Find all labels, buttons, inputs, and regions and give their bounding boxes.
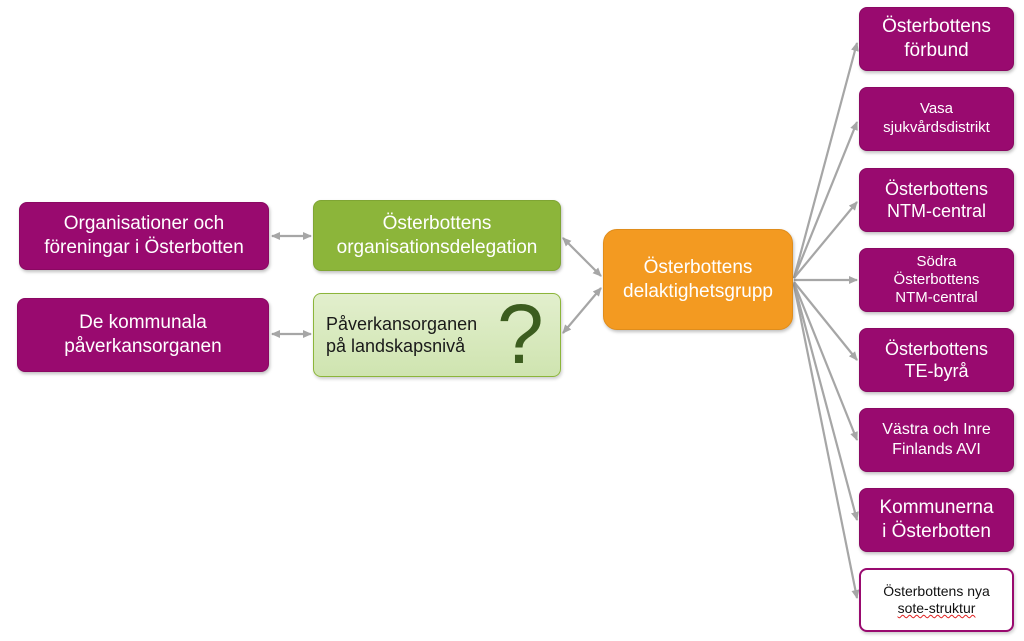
arrow-to-vasa — [792, 121, 859, 279]
question-mark: ? — [497, 287, 544, 381]
right-box-sote-line2: sote-struktur — [897, 600, 976, 616]
right-box-forbund: Österbottens förbund — [859, 7, 1014, 71]
right-box-ntm: Österbottens NTM-central — [859, 168, 1014, 232]
arrow-to-forbund — [792, 42, 859, 279]
regional-bodies-label: Påverkansorganen på landskapsnivå — [326, 313, 478, 357]
right-box-avi-label: Västra och Inre Finlands AVI — [882, 421, 991, 458]
arrow-delegation-group — [562, 237, 602, 277]
municipal-bodies-box: De kommunala påverkansorganen — [17, 298, 269, 372]
right-box-avi: Västra och Inre Finlands AVI — [859, 408, 1014, 472]
right-box-ntm-label: Österbottens NTM-central — [884, 178, 989, 222]
right-box-kommunerna-label: Kommunerna i Österbotten — [879, 497, 994, 542]
right-box-te: Österbottens TE-byrå — [859, 328, 1014, 392]
right-box-sodra-ntm: Södra Österbottens NTM-central — [859, 248, 1014, 312]
regional-bodies-box: Påverkansorganen på landskapsnivå — [313, 293, 561, 377]
participation-group-box: Österbottens delaktighetsgrupp — [603, 229, 793, 330]
municipal-bodies-label: De kommunala påverkansorganen — [64, 312, 222, 357]
arrow-to-avi — [792, 282, 859, 441]
right-box-sodra-ntm-label: Södra Österbottens NTM-central — [893, 253, 980, 306]
right-box-sote: Österbottens nya sote-struktur — [859, 568, 1014, 632]
right-box-vasa-label: Vasa sjukvårdsdistrikt — [883, 100, 990, 136]
right-box-vasa: Vasa sjukvårdsdistrikt — [859, 87, 1014, 151]
arrow-to-ntm — [793, 201, 858, 279]
right-box-te-label: Österbottens TE-byrå — [884, 338, 989, 382]
organisations-label: Organisationer och föreningar i Österbot… — [44, 213, 244, 258]
arrow-to-sote — [792, 284, 860, 599]
organisation-delegation-box: Österbottens organisationsdelegation — [313, 200, 561, 271]
organisation-delegation-label: Österbottens organisationsdelegation — [336, 212, 538, 258]
arrow-to-te — [793, 281, 858, 361]
arrow-regional-group — [562, 287, 602, 334]
organisations-box: Organisationer och föreningar i Österbot… — [19, 202, 269, 270]
arrow-to-kommunerna — [792, 283, 859, 521]
participation-group-label: Österbottens delaktighetsgrupp — [623, 256, 773, 302]
right-box-kommunerna: Kommunerna i Österbotten — [859, 488, 1014, 552]
right-box-forbund-label: Österbottens förbund — [882, 16, 991, 61]
right-box-sote-line1: Österbottens nya — [883, 582, 990, 599]
